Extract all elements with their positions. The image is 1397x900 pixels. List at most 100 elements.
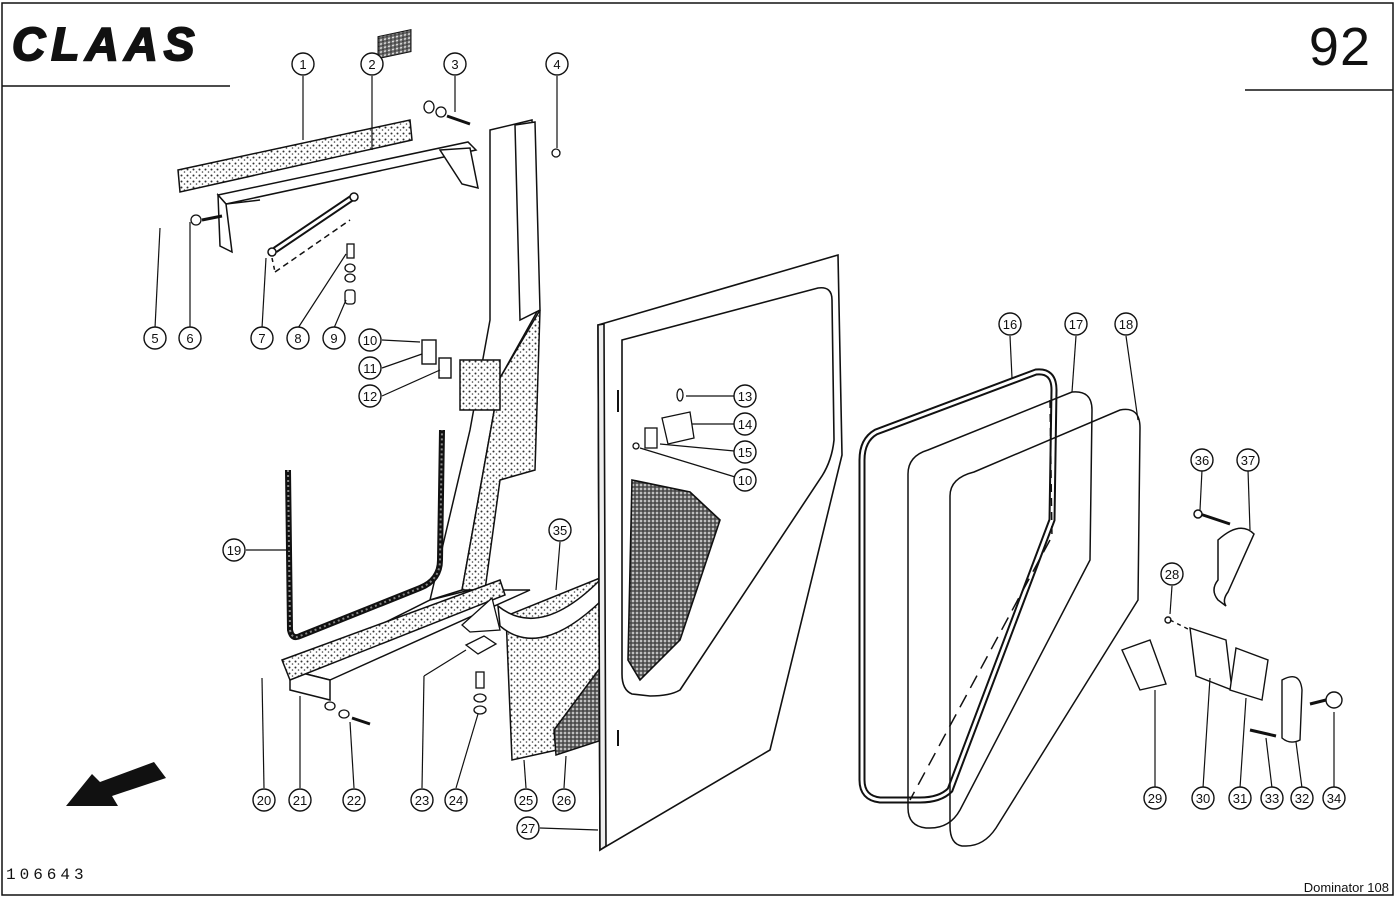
- callout-label: 37: [1241, 453, 1255, 468]
- callout-12: 12: [358, 384, 382, 408]
- part-upper-crossbar: [216, 141, 479, 254]
- callout-circle: [291, 52, 315, 76]
- callout-32: 32: [1290, 786, 1314, 810]
- callout-label: 10: [363, 333, 377, 348]
- callout-6: 6: [178, 326, 202, 350]
- callout-label: 23: [415, 793, 429, 808]
- callout-label: 16: [1003, 317, 1017, 332]
- callout-5: 5: [143, 326, 167, 350]
- callout-22: 22: [342, 788, 366, 812]
- callout-circle: [514, 788, 538, 812]
- callout-circle: [410, 788, 434, 812]
- part-hinge-brackets: [421, 339, 452, 379]
- brand-text: CLAAS: [12, 18, 200, 68]
- callout-label: 22: [347, 793, 361, 808]
- callout-4: 4: [545, 52, 569, 76]
- part-window-glass-inner: [907, 391, 1093, 829]
- callout-label: 19: [227, 543, 241, 558]
- part-door-latch: [632, 388, 695, 450]
- part-window-seal: [858, 368, 1058, 804]
- part-grab-handle: [1193, 509, 1255, 607]
- model-name: Dominator 108: [1303, 880, 1389, 895]
- direction-arrow: [66, 762, 166, 806]
- callout-30: 30: [1191, 786, 1215, 810]
- callout-25: 25: [514, 788, 538, 812]
- callout-label: 17: [1069, 317, 1083, 332]
- callout-label: 8: [294, 331, 301, 346]
- part-lock-assembly: [1121, 616, 1343, 743]
- callout-label: 3: [451, 57, 458, 72]
- callout-8: 8: [286, 326, 310, 350]
- part-gas-strut: [267, 192, 359, 273]
- callout-label: 14: [738, 417, 752, 432]
- callout-23: 23: [410, 788, 434, 812]
- callout-circle: [998, 312, 1022, 336]
- callout-label: 36: [1195, 453, 1209, 468]
- callout-17: 17: [1064, 312, 1088, 336]
- callout-circle: [1322, 786, 1346, 810]
- callout-2: 2: [360, 52, 384, 76]
- callout-26: 26: [552, 788, 576, 812]
- callout-circle: [1236, 448, 1260, 472]
- callout-label: 35: [553, 523, 567, 538]
- callout-label: 26: [557, 793, 571, 808]
- callout-label: 12: [363, 389, 377, 404]
- callout-circle: [143, 326, 167, 350]
- callout-circle: [1260, 786, 1284, 810]
- callout-10: 10: [733, 468, 757, 492]
- callout-24: 24: [444, 788, 468, 812]
- callout-circle: [733, 384, 757, 408]
- callout-circle: [252, 788, 276, 812]
- callout-label: 9: [330, 331, 337, 346]
- callout-circle: [360, 52, 384, 76]
- callout-circle: [288, 788, 312, 812]
- callout-27: 27: [516, 816, 540, 840]
- callout-1: 1: [291, 52, 315, 76]
- callout-16: 16: [998, 312, 1022, 336]
- callout-label: 13: [738, 389, 752, 404]
- callout-31: 31: [1228, 786, 1252, 810]
- callout-21: 21: [288, 788, 312, 812]
- callout-label: 27: [521, 821, 535, 836]
- part-lower-panel: [497, 576, 603, 761]
- callout-label: 24: [449, 793, 463, 808]
- callout-circle: [1190, 448, 1214, 472]
- callout-circle: [733, 412, 757, 436]
- callout-label: 29: [1148, 791, 1162, 806]
- callout-label: 28: [1165, 567, 1179, 582]
- callout-29: 29: [1143, 786, 1167, 810]
- callout-circle: [1191, 786, 1215, 810]
- callout-34: 34: [1322, 786, 1346, 810]
- callout-circle: [222, 538, 246, 562]
- callout-circle: [733, 468, 757, 492]
- callout-circle: [516, 816, 540, 840]
- part-trim-strip: [177, 29, 413, 193]
- callout-label: 33: [1265, 791, 1279, 806]
- callout-label: 1: [299, 57, 306, 72]
- callout-label: 18: [1119, 317, 1133, 332]
- callout-circle: [1114, 312, 1138, 336]
- callout-15: 15: [733, 440, 757, 464]
- callout-19: 19: [222, 538, 246, 562]
- fasteners-cluster-top: [190, 100, 561, 305]
- callout-33: 33: [1260, 786, 1284, 810]
- callout-circle: [358, 356, 382, 380]
- callout-circle: [1160, 562, 1184, 586]
- drawing-number: 106643: [6, 866, 88, 884]
- callout-label: 6: [186, 331, 193, 346]
- callout-label: 21: [293, 793, 307, 808]
- callout-13: 13: [733, 384, 757, 408]
- part-door: [597, 253, 843, 852]
- callout-28: 28: [1160, 562, 1184, 586]
- callout-18: 18: [1114, 312, 1138, 336]
- callout-circle: [358, 384, 382, 408]
- callout-circle: [342, 788, 366, 812]
- callout-9: 9: [322, 326, 346, 350]
- callout-circle: [733, 440, 757, 464]
- callout-circle: [250, 326, 274, 350]
- part-lower-fasteners: [324, 596, 501, 726]
- callout-label: 32: [1295, 791, 1309, 806]
